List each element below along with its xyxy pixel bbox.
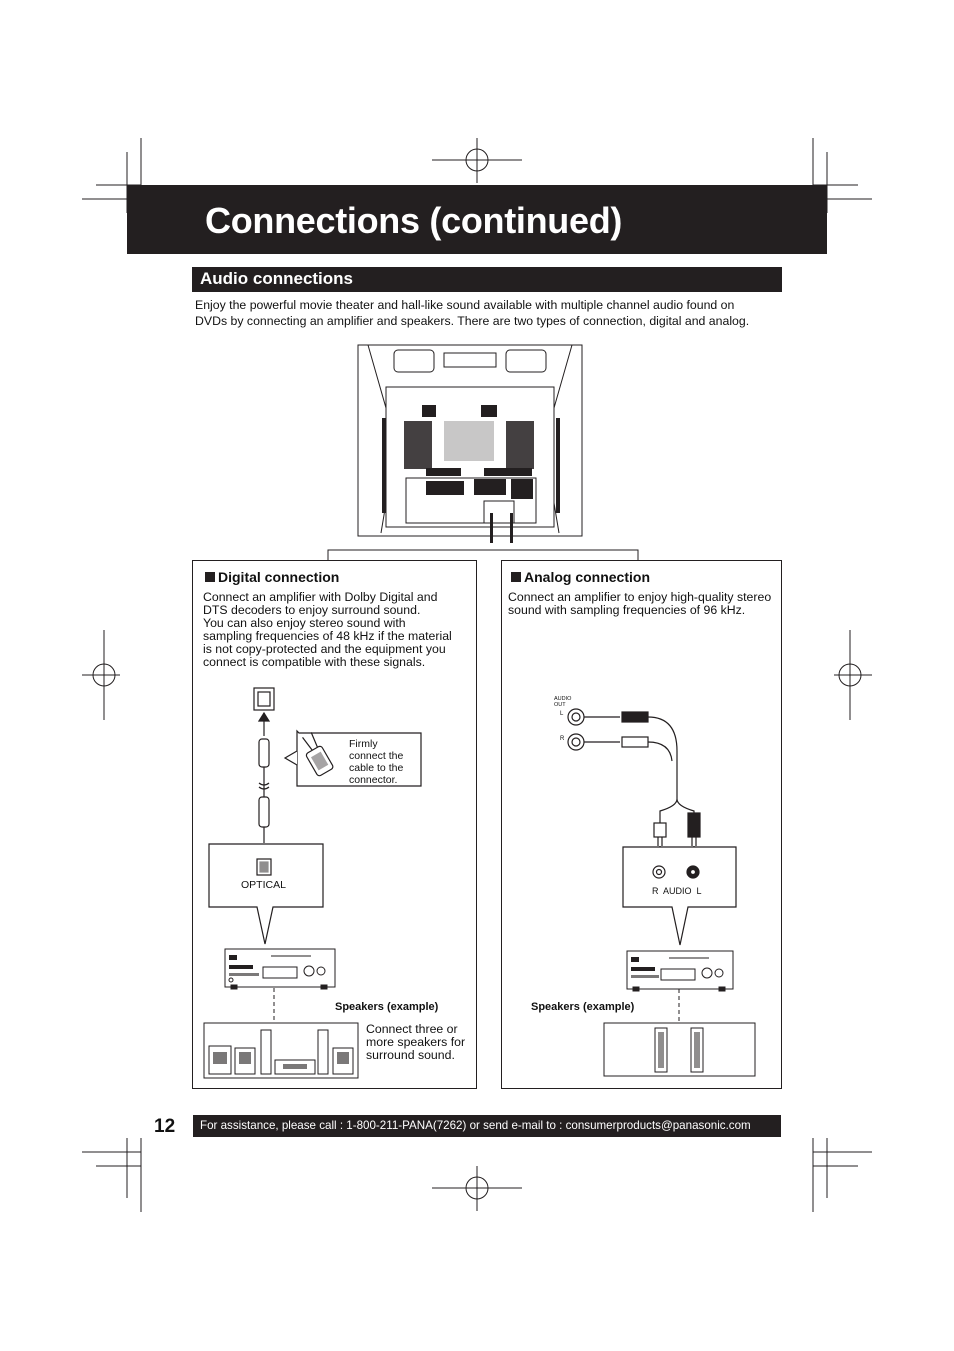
digital-heading: Digital connection (205, 570, 339, 584)
title-bar: Connections (continued) (127, 185, 827, 254)
speakers-note-line: surround sound. (366, 1048, 455, 1062)
connector-bracket (327, 549, 639, 561)
callout-line: connector. (349, 774, 398, 786)
digital-body-line: DTS decoders to enjoy surround sound. (203, 603, 421, 617)
page-title: Connections (continued) (205, 200, 623, 241)
optical-cable-diagram (208, 687, 422, 945)
digital-body-line: You can also enjoy stereo sound with (203, 616, 406, 630)
callout-line: cable to the (349, 762, 404, 774)
speakers-note: Connect three or more speakers for surro… (366, 1023, 465, 1062)
amplifier-icon (626, 950, 734, 992)
speakers-note-line: more speakers for (366, 1035, 466, 1049)
analog-body-line: sound with sampling frequencies of 96 kH… (508, 603, 746, 617)
digital-body-line: sampling frequencies of 48 kHz if the ma… (203, 629, 452, 643)
digital-body-line: connect is compatible with these signals… (203, 655, 426, 669)
digital-body: Connect an amplifier with Dolby Digital … (203, 591, 473, 669)
section-title: Audio connections (200, 269, 353, 288)
analog-connection-panel: Analog connection Connect an amplifier t… (501, 560, 782, 1089)
speakers-note-line: Connect three or (366, 1022, 458, 1036)
analog-body-line: Connect an amplifier to enjoy high-quali… (508, 590, 772, 604)
intro-line: Enjoy the powerful movie theater and hal… (195, 298, 735, 312)
footer-text: For assistance, please call : 1-800-211-… (200, 1119, 751, 1132)
footer-bar: For assistance, please call : 1-800-211-… (193, 1115, 781, 1137)
rca-cable-diagram (567, 708, 737, 946)
analog-heading: Analog connection (511, 570, 650, 584)
analog-heading-text: Analog connection (524, 569, 650, 585)
bullet-square-icon (205, 572, 215, 582)
callout-line: Firmly (349, 738, 378, 750)
audio-jack-label: R AUDIO L (652, 886, 702, 896)
optical-label: OPTICAL (241, 879, 286, 891)
callout-line: connect the (349, 750, 404, 762)
digital-body-line: is not copy-protected and the equipment … (203, 642, 446, 656)
section-bar: Audio connections (192, 267, 782, 292)
digital-heading-text: Digital connection (218, 569, 340, 585)
intro-text: Enjoy the powerful movie theater and hal… (195, 297, 785, 329)
tv-rear-illustration (357, 344, 583, 543)
callout-text: Firmly connect the cable to the connecto… (349, 738, 403, 786)
bullet-square-icon (511, 572, 521, 582)
speaker-set-icon (203, 1022, 359, 1079)
audio-out-label: AUDIO OUT (554, 696, 572, 708)
analog-body: Connect an amplifier to enjoy high-quali… (508, 591, 780, 617)
speakers-label: Speakers (example) (531, 1001, 635, 1013)
digital-connection-panel: Digital connection Connect an amplifier … (192, 560, 477, 1089)
intro-line: DVDs by connecting an amplifier and spea… (195, 314, 750, 328)
speakers-label: Speakers (example) (335, 1001, 439, 1013)
digital-body-line: Connect an amplifier with Dolby Digital … (203, 590, 438, 604)
left-label: L (560, 711, 564, 717)
amplifier-icon (224, 948, 336, 990)
speaker-pair-icon (603, 1022, 756, 1077)
right-label: R (560, 736, 565, 742)
page-number: 12 (154, 1116, 176, 1137)
